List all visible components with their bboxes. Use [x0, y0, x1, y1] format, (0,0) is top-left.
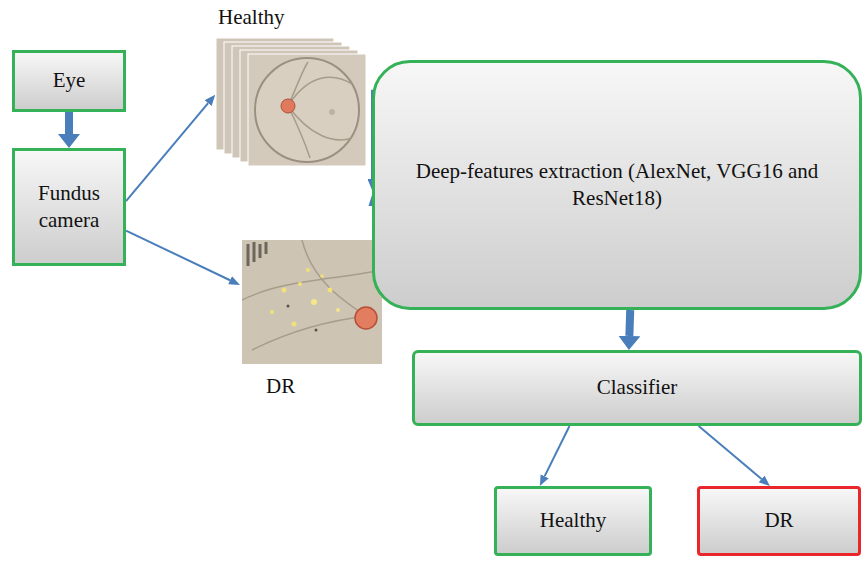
flow-arrow — [126, 231, 230, 281]
process-box: Fundus camera — [12, 148, 126, 266]
output-box: DR — [697, 486, 861, 556]
dr-fundus-image — [242, 240, 382, 364]
output-box: Healthy — [494, 486, 652, 556]
thick-arrow — [65, 112, 73, 134]
box-label: Eye — [53, 67, 86, 94]
image-group: Healthy — [212, 4, 372, 166]
image-group: DR — [240, 238, 384, 400]
input-box: Eye — [12, 50, 126, 112]
box-label: Healthy — [540, 507, 606, 534]
image-label: DR — [266, 373, 384, 400]
process-box: Classifier — [412, 350, 862, 426]
image-label: Healthy — [218, 4, 372, 31]
flow-arrow — [126, 103, 208, 201]
box-label: Fundus camera — [25, 180, 113, 235]
flow-arrow — [699, 426, 762, 479]
box-label: DR — [764, 507, 793, 534]
fundus-sheet — [248, 54, 366, 166]
healthy-fundus-stack — [216, 38, 372, 170]
flow-arrow — [545, 426, 570, 476]
box-label: Deep-features extraction (AlexNet, VGG16… — [385, 158, 849, 213]
thick-arrow — [625, 310, 634, 336]
box-label: Classifier — [597, 374, 677, 401]
process-box: Deep-features extraction (AlexNet, VGG16… — [372, 60, 862, 310]
